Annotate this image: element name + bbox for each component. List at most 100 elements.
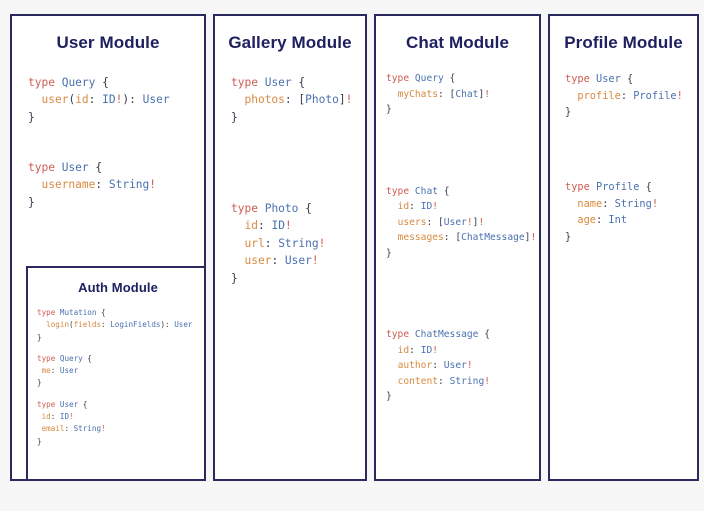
module-card-auth[interactable]: Auth Module type Mutation { login(fields… bbox=[26, 266, 204, 479]
token-kw: type bbox=[37, 399, 56, 409]
token-field: id bbox=[244, 219, 258, 233]
token-kw: type bbox=[37, 308, 56, 317]
token-field: name bbox=[577, 197, 603, 210]
token-punc: { bbox=[478, 329, 490, 341]
token-punc: { bbox=[443, 73, 456, 84]
token-punc: { bbox=[95, 76, 109, 89]
schema-code-line: profile: Profile! bbox=[565, 88, 697, 105]
token-type: ChatMessage bbox=[461, 232, 525, 244]
schema-code-line: email: String! bbox=[37, 423, 204, 435]
token-punc: : bbox=[88, 93, 103, 107]
token-punc: { bbox=[438, 185, 450, 197]
schema-code-line: user: User! bbox=[231, 252, 365, 269]
token-kw: type bbox=[386, 329, 410, 341]
token-punc: } bbox=[565, 106, 572, 119]
schema-code-line: type Chat { bbox=[386, 184, 539, 200]
module-card-gallery[interactable]: Gallery Module type User { photos: [Phot… bbox=[213, 14, 367, 481]
token-punc: ): bbox=[160, 320, 175, 330]
token-punc: : bbox=[596, 214, 609, 227]
schema-code-line: messages: [ChatMessage]! bbox=[386, 230, 539, 246]
code-block-gap bbox=[37, 390, 204, 399]
token-punc: } bbox=[231, 271, 238, 285]
module-title-user: User Module bbox=[56, 33, 160, 52]
token-punc bbox=[386, 376, 398, 387]
token-punc bbox=[231, 254, 244, 267]
token-punc: { bbox=[96, 308, 106, 317]
token-punc: : bbox=[101, 320, 111, 330]
code-block-gap bbox=[386, 118, 539, 184]
token-punc: } bbox=[386, 247, 392, 259]
token-punc bbox=[55, 76, 62, 89]
token-field: author bbox=[397, 360, 433, 372]
token-type: Profile bbox=[596, 181, 640, 194]
token-punc: { bbox=[620, 73, 634, 85]
token-punc: { bbox=[78, 399, 88, 409]
schema-type-block: type User { photos: [Photo]!} bbox=[231, 74, 365, 126]
token-type: String bbox=[449, 375, 485, 387]
token-punc: : bbox=[271, 254, 285, 268]
token-field: content bbox=[397, 375, 438, 387]
token-bang: ! bbox=[311, 254, 319, 268]
token-punc: ] bbox=[338, 93, 346, 107]
token-kw: type bbox=[386, 73, 410, 84]
schema-code-line: type Query { bbox=[28, 74, 204, 91]
schema-code-line: id: ID! bbox=[231, 217, 365, 234]
schema-code-line: url: String! bbox=[231, 235, 365, 252]
token-punc bbox=[55, 161, 62, 174]
token-punc: : bbox=[620, 89, 634, 102]
module-title-chat: Chat Module bbox=[405, 33, 510, 52]
token-punc: : [ bbox=[443, 232, 462, 244]
token-field: messages bbox=[397, 232, 444, 244]
token-bang: ! bbox=[432, 201, 439, 213]
schema-code-user: type Query { user(id: ID!): User}type Us… bbox=[28, 74, 204, 211]
token-field: email bbox=[41, 424, 65, 434]
schema-type-block: type Photo { id: ID! url: String! user: … bbox=[231, 200, 365, 287]
token-field: user bbox=[41, 93, 69, 107]
code-block-gap bbox=[386, 261, 539, 327]
schema-code-auth: type Mutation { login(fields: LoginField… bbox=[37, 307, 204, 448]
token-punc: } bbox=[37, 436, 42, 446]
schema-type-block: type Query { me: User} bbox=[37, 353, 204, 390]
token-field: photos bbox=[244, 93, 285, 107]
token-punc: : bbox=[264, 236, 279, 250]
token-kw: type bbox=[565, 181, 590, 194]
token-punc: : bbox=[50, 412, 60, 422]
token-punc: } bbox=[37, 332, 42, 342]
token-punc: { bbox=[291, 76, 306, 89]
token-type: String bbox=[73, 424, 102, 434]
token-punc bbox=[386, 89, 398, 100]
schema-code-line: username: String! bbox=[28, 176, 204, 193]
schema-code-line: type Mutation { bbox=[37, 307, 204, 319]
module-title-profile: Profile Module bbox=[564, 33, 683, 52]
code-block-gap bbox=[565, 121, 697, 179]
token-bang: ! bbox=[478, 216, 485, 228]
schema-code-line: type ChatMessage { bbox=[386, 327, 539, 343]
token-punc bbox=[386, 201, 398, 212]
token-bang: ! bbox=[676, 89, 683, 102]
token-type: Chat bbox=[414, 185, 438, 197]
schema-code-line: content: String! bbox=[386, 374, 539, 390]
schema-code-line: type Query { bbox=[37, 353, 204, 365]
token-bang: ! bbox=[69, 412, 74, 422]
schema-code-line: type User { bbox=[28, 159, 204, 176]
module-card-user[interactable]: User Module type Query { user(id: ID!): … bbox=[10, 14, 206, 481]
module-card-chat[interactable]: Chat Module type Query { myChats: [Chat]… bbox=[374, 14, 541, 481]
token-punc bbox=[386, 232, 398, 243]
token-punc bbox=[231, 219, 244, 232]
schema-code-line: } bbox=[565, 229, 697, 246]
token-kw: type bbox=[28, 161, 55, 175]
module-card-profile[interactable]: Profile Module type User { profile: Prof… bbox=[548, 14, 699, 481]
token-bang: ! bbox=[101, 424, 106, 434]
schema-code-line: } bbox=[28, 194, 204, 211]
schema-code-line: } bbox=[565, 104, 697, 121]
schema-code-line: } bbox=[386, 102, 539, 118]
schema-code-line: type User { bbox=[37, 399, 204, 411]
token-type: User bbox=[61, 161, 89, 175]
token-punc: ] bbox=[478, 88, 485, 100]
token-bang: ! bbox=[466, 216, 473, 228]
token-punc bbox=[258, 76, 265, 89]
schema-type-block: type Profile { name: String! age: Int} bbox=[565, 179, 697, 246]
schema-code-line: type Query { bbox=[386, 71, 539, 87]
token-field: profile bbox=[577, 89, 621, 102]
schema-code-line: photos: [Photo]! bbox=[231, 91, 365, 108]
